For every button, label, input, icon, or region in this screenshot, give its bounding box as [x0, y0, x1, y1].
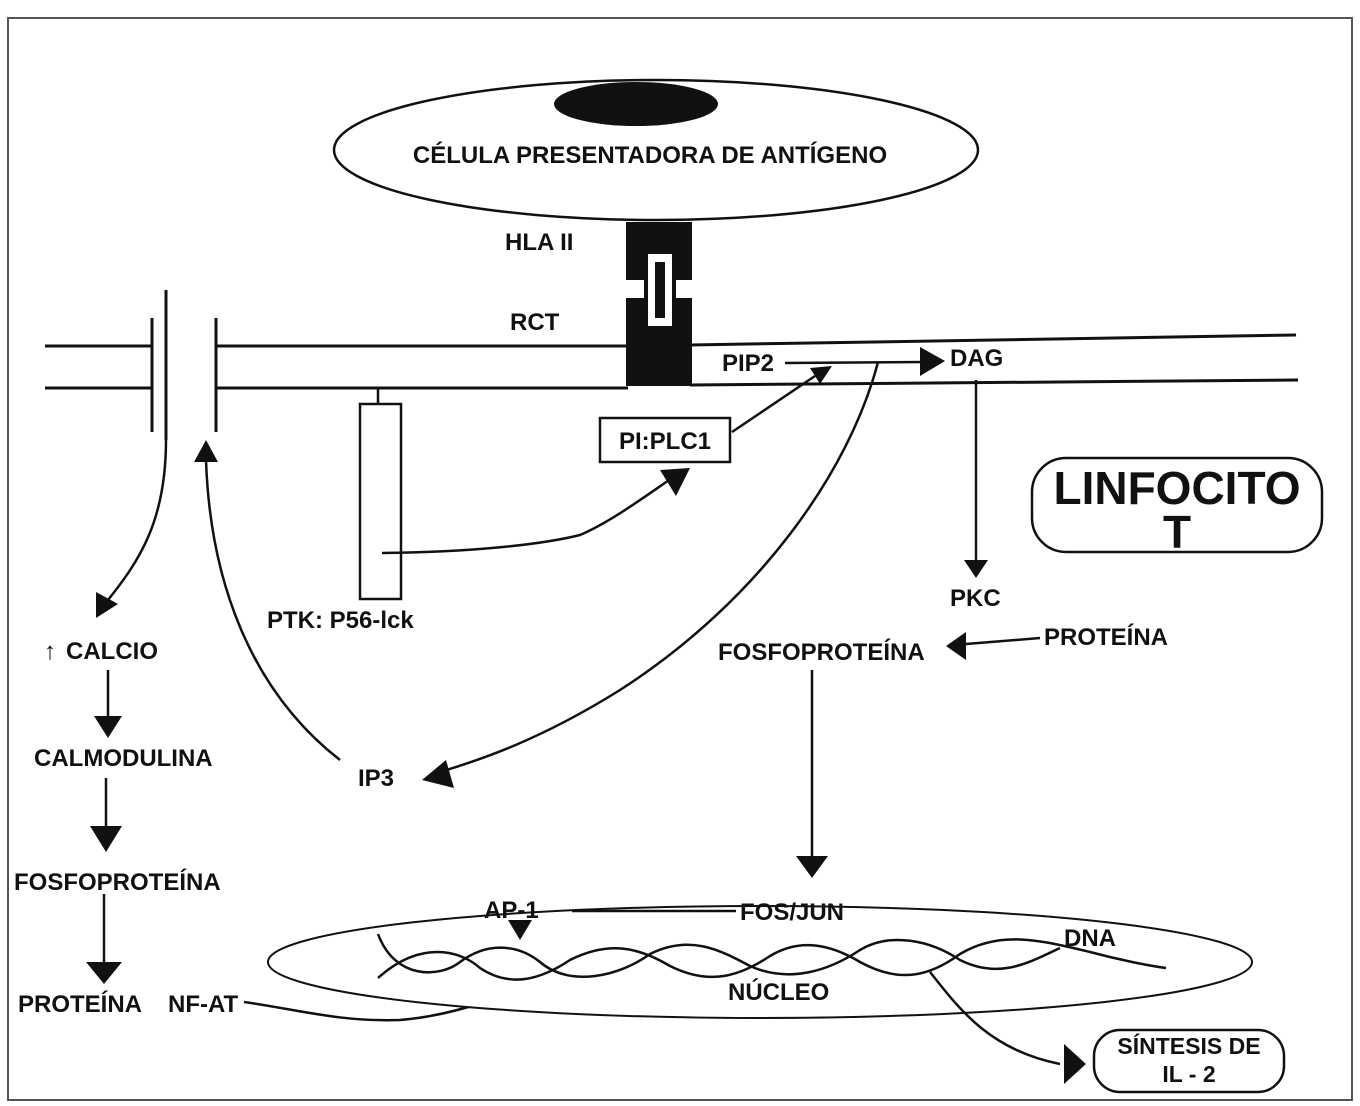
antigen-presenting-cell [332, 78, 980, 222]
ip3-arrowhead [422, 760, 454, 788]
fosfo-right-arrowhead [946, 632, 966, 660]
pkc-arrowhead [964, 560, 988, 578]
proteina-left-arrowhead [86, 962, 122, 984]
calcium-arrowhead [96, 592, 118, 618]
dna-strand-b [377, 938, 1167, 981]
pip2-to-dag-line [784, 360, 926, 365]
fosfoproteina-left-label: FOSFOPROTEÍNA [14, 868, 221, 896]
rct-label: RCT [510, 309, 560, 336]
nucleo-label: NÚCLEO [728, 978, 829, 1006]
linfocito-t-label: T [1163, 506, 1191, 558]
il2-synthesis-box [1092, 1028, 1286, 1094]
fosjun-label: FOS/JUN [740, 899, 844, 926]
pkc-label: PKC [950, 585, 1001, 612]
calcio-label: CALCIO [66, 638, 158, 665]
nfat-label: NF-AT [168, 991, 239, 1018]
pip2-label: PIP2 [722, 350, 774, 377]
ap1-arrowhead [508, 920, 532, 940]
nucleus-arrowhead [796, 856, 828, 878]
channel-to-calcium-curve [107, 439, 168, 601]
calcio-up-arrow: ↑ [44, 638, 56, 665]
calmodulina-label: CALMODULINA [34, 745, 213, 772]
il2-arrowhead [1064, 1044, 1086, 1084]
linfocito-box [1030, 456, 1324, 554]
apc-nucleus [554, 82, 718, 126]
ptk-label: PTK: P56-lck [267, 607, 414, 634]
calcium-channel [150, 290, 218, 440]
plc-pip2-arrowhead [810, 366, 832, 384]
ptk-box [358, 402, 403, 601]
plc-label: PI:PLC1 [619, 428, 711, 455]
membrane-inner-right [689, 378, 1299, 387]
fosfoproteina-right-label: FOSFOPROTEÍNA [718, 638, 925, 666]
proteina-left-label: PROTEÍNA [18, 990, 142, 1018]
ip3-label: IP3 [358, 765, 394, 792]
il2-label: IL - 2 [1162, 1061, 1215, 1087]
apc-label: CÉLULA PRESENTADORA DE ANTÍGENO [413, 141, 887, 169]
dag-arrowhead [920, 347, 945, 376]
sintesis-label: SÍNTESIS DE [1117, 1032, 1260, 1059]
proteina-right-label: PROTEÍNA [1044, 623, 1168, 651]
proteina-to-fosfo-line [965, 636, 1041, 646]
dna-strand-a [376, 933, 1061, 978]
hla-rct-receptor [626, 222, 692, 386]
hla-label: HLA II [505, 229, 573, 256]
ap1-label: AP-1 [484, 897, 539, 924]
dag-label: DAG [950, 345, 1003, 372]
ptk-to-plc-curve [381, 476, 673, 555]
ip3-to-channel-curve [204, 459, 341, 761]
fosfo-left-arrowhead [90, 826, 122, 852]
dna-to-il2-curve [929, 971, 1061, 1066]
outer-frame [7, 17, 1353, 1101]
pip2-to-ip3-curve [439, 361, 880, 774]
ptk-plc-arrowhead [660, 468, 690, 496]
channel-arrowhead [194, 440, 218, 462]
linfocito-label: LINFOCITO [1053, 462, 1300, 514]
calmodulina-arrowhead [94, 716, 122, 738]
dna-label: DNA [1064, 925, 1116, 952]
plc-box [598, 416, 732, 464]
membrane-outer-right [689, 333, 1297, 347]
plc-to-pip2-line [731, 374, 816, 434]
